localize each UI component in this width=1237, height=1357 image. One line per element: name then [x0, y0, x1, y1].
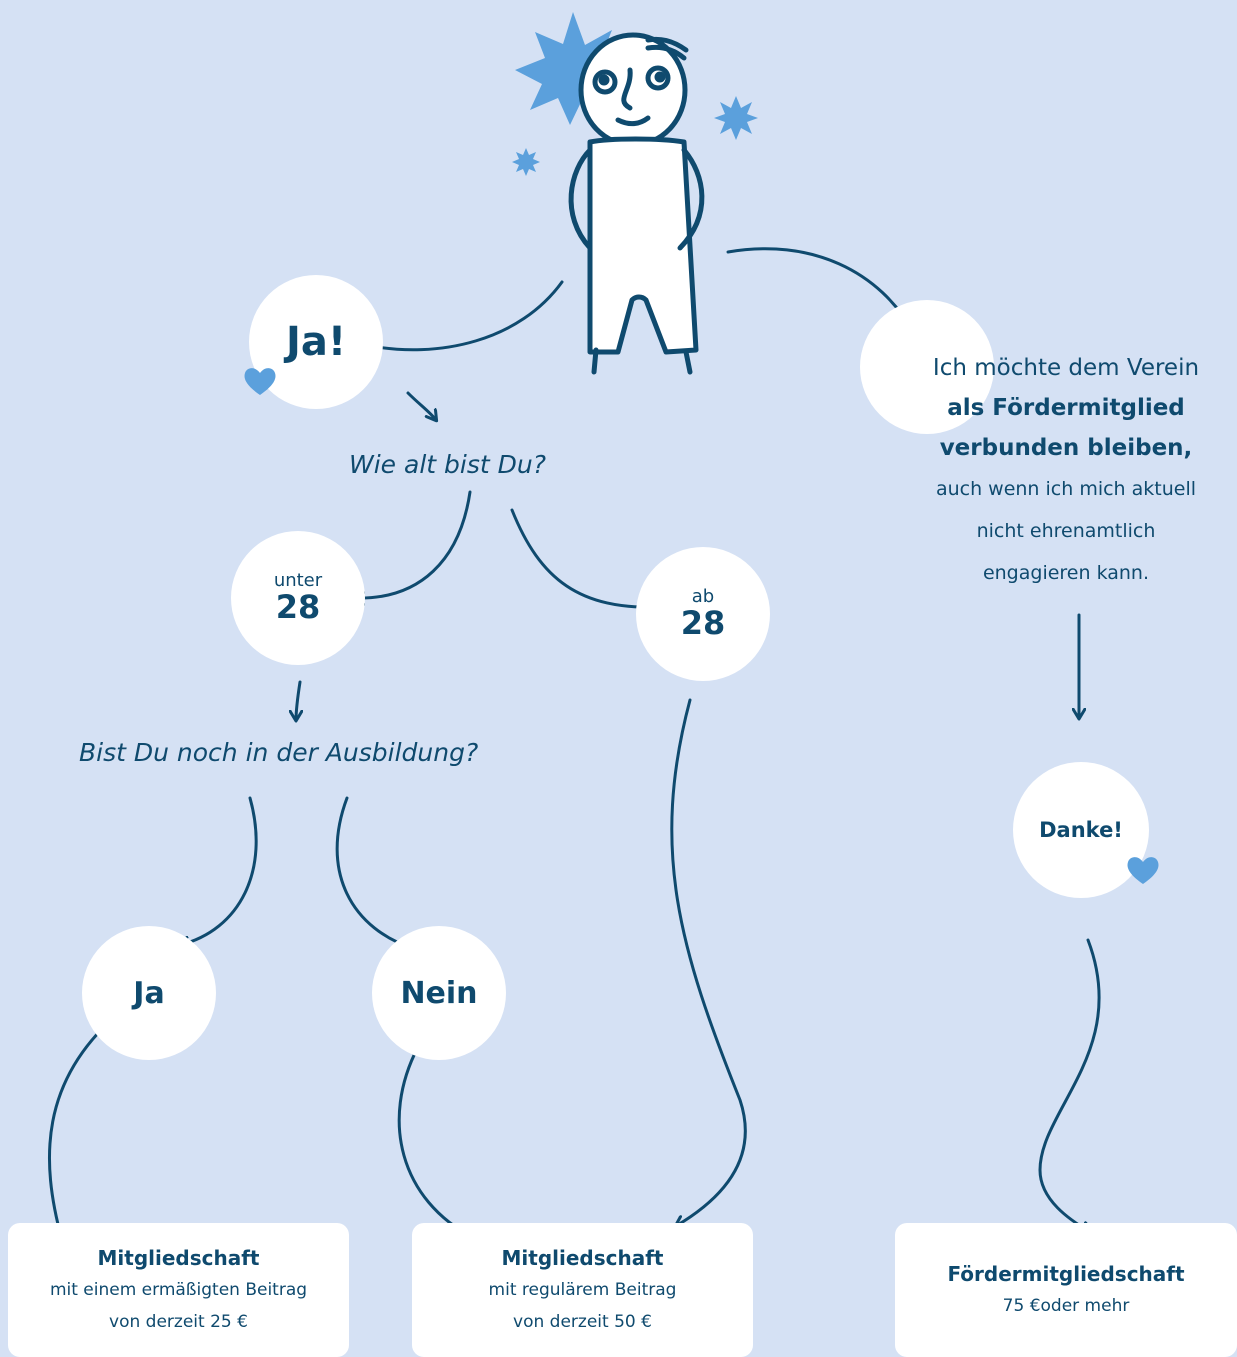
arrow-to-training-yes — [180, 796, 258, 945]
arrow-to-over-28 — [510, 508, 660, 607]
over-28-small: ab — [691, 586, 715, 607]
yes-circle: Ja! — [249, 275, 383, 409]
arrow-to-card-regular-b — [670, 698, 747, 1226]
card-line: mit regulärem Beitrag — [488, 1280, 677, 1300]
under-28-small: unter — [273, 570, 323, 591]
thanks-circle: Danke! — [1013, 762, 1149, 898]
training-question: Bist Du noch in der Ausbildung? — [79, 738, 479, 767]
yes-label: Ja! — [285, 319, 347, 365]
supporter-text: Ich möchte dem Verein als Fördermitglied… — [895, 348, 1237, 594]
heart-icon — [244, 368, 276, 395]
supporter-line-2: als Fördermitglied — [947, 395, 1185, 421]
arrow-to-training-question — [296, 680, 300, 720]
person-illustration — [568, 32, 705, 375]
over-28-big: 28 — [680, 604, 726, 642]
heart-icon — [1127, 857, 1159, 884]
under-28-big: 28 — [275, 588, 321, 626]
age-question: Wie alt bist Du? — [349, 450, 546, 479]
card-reduced-membership: Mitgliedschaft mit einem ermäßigten Beit… — [8, 1223, 349, 1357]
arrow-to-card-supporter — [1038, 938, 1101, 1232]
card-line: von derzeit 25 € — [109, 1312, 248, 1332]
card-supporter-membership: Fördermitgliedschaft 75 €oder mehr — [895, 1223, 1237, 1357]
under-28-circle: unter 28 — [231, 531, 365, 665]
starburst-icon — [512, 12, 758, 176]
card-title: Mitgliedschaft — [97, 1246, 260, 1270]
arrow-to-training-no — [335, 796, 418, 950]
supporter-line-3: verbunden bleiben, — [939, 435, 1193, 461]
supporter-line-5: nicht ehrenamtlich — [976, 520, 1156, 542]
card-line: von derzeit 50 € — [513, 1312, 652, 1332]
arrow-to-under-28 — [355, 490, 472, 598]
thanks-label: Danke! — [1039, 818, 1123, 842]
over-28-circle: ab 28 — [636, 547, 770, 681]
card-title: Mitgliedschaft — [501, 1246, 664, 1270]
arrow-to-age-question — [406, 391, 436, 420]
supporter-line-4: auch wenn ich mich aktuell — [935, 478, 1197, 500]
arrow-to-yes — [365, 280, 564, 350]
arrow-to-card-regular-a — [397, 1045, 474, 1238]
card-title: Fördermitgliedschaft — [947, 1262, 1185, 1286]
training-no-label: Nein — [400, 975, 478, 1011]
arrow-to-card-reduced — [47, 1010, 122, 1240]
training-yes-label: Ja — [133, 975, 165, 1011]
training-no-circle: Nein — [372, 926, 506, 1060]
card-regular-membership: Mitgliedschaft mit regulärem Beitrag von… — [412, 1223, 753, 1357]
training-yes-circle: Ja — [82, 926, 216, 1060]
card-line: 75 €oder mehr — [1002, 1296, 1130, 1316]
supporter-line-6: engagieren kann. — [982, 562, 1150, 584]
card-line: mit einem ermäßigten Beitrag — [49, 1280, 308, 1300]
supporter-line-1: Ich möchte dem Verein — [932, 355, 1200, 381]
supporter-circle — [860, 300, 994, 434]
